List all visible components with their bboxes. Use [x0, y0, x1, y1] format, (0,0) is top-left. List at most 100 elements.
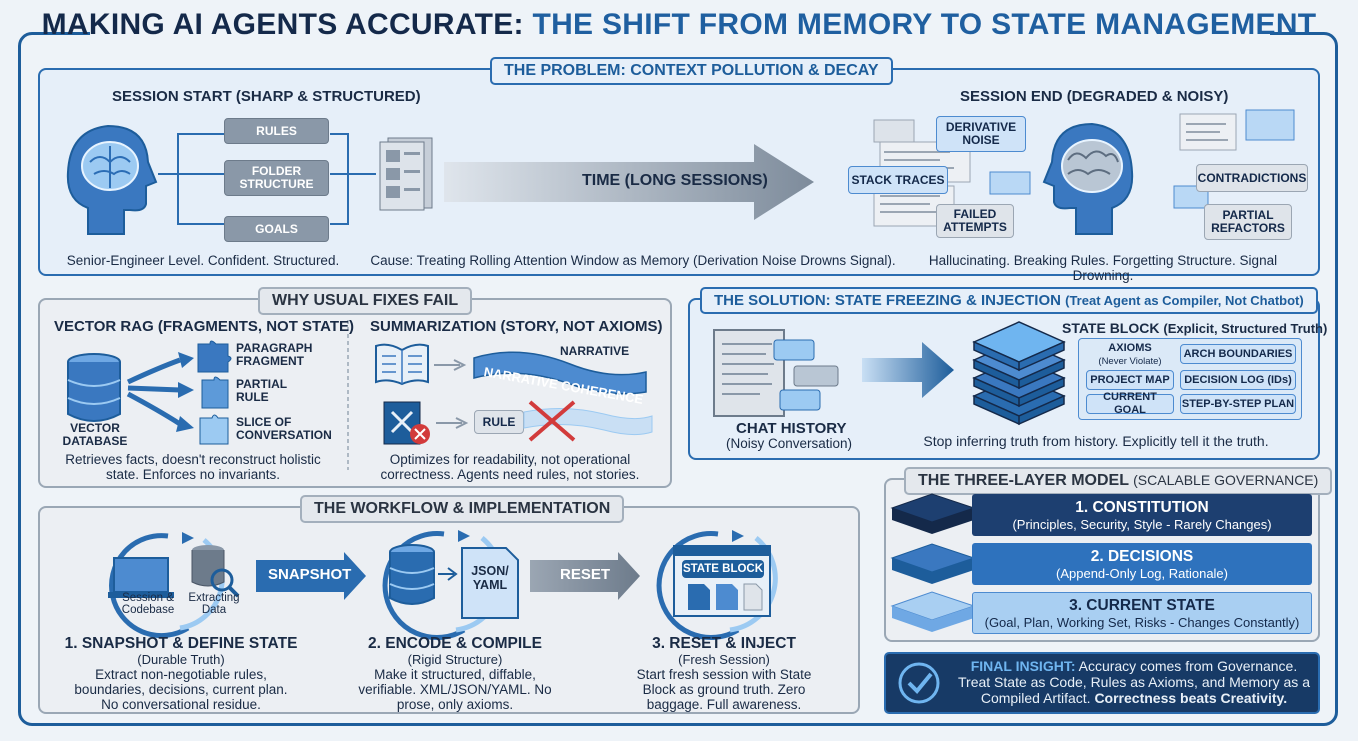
time-arrow	[444, 144, 814, 220]
rag-item-paragraph: PARAGRAPH FRAGMENT	[236, 341, 313, 368]
layer-current-state: 3. CURRENT STATE (Goal, Plan, Working Se…	[972, 592, 1312, 634]
rag-item-partial-rule: PARTIAL RULE	[236, 377, 287, 404]
head-noisy-brain-icon	[1042, 122, 1134, 235]
chat-history-title: CHAT HISTORY	[736, 420, 847, 437]
final-insight-text: FINAL INSIGHT: Accuracy comes from Gover…	[956, 658, 1312, 706]
state-block-stack-icon	[972, 321, 1066, 426]
current-goal-item: CURRENT GOAL	[1086, 391, 1174, 416]
step3-sub: (Fresh Session)	[678, 652, 770, 667]
state-block-title-text: STATE BLOCK	[1062, 320, 1160, 336]
rules-box: RULES	[224, 118, 329, 144]
arch-boundaries-item: ARCH BOUNDARIES	[1180, 344, 1296, 364]
json-yaml-label: JSON/ YAML	[471, 564, 509, 592]
axioms-sub: (Never Violate)	[1098, 356, 1162, 367]
end-caption: Hallucinating. Breaking Rules. Forgettin…	[928, 253, 1278, 283]
inject-cycle-icon	[656, 530, 778, 641]
decision-log-item: DECISION LOG (IDs)	[1180, 370, 1296, 390]
layer-stack-icon	[890, 493, 976, 632]
reset-arrow-label: RESET	[560, 566, 611, 583]
document-stack-icon	[379, 137, 433, 211]
open-book-icon	[375, 343, 429, 386]
step2-sub: (Rigid Structure)	[407, 652, 503, 667]
forbidden-doc-icon	[383, 401, 430, 445]
puzzle-piece-icons	[197, 340, 232, 445]
layer1-title: 1. CONSTITUTION	[1075, 499, 1209, 516]
step2-title: 2. ENCODE & COMPILE	[368, 635, 542, 652]
session-start-title: SESSION START (SHARP & STRUCTURED)	[112, 88, 421, 105]
time-label: TIME (LONG SESSIONS)	[582, 172, 768, 189]
reset-arrow	[530, 552, 640, 600]
session-end-title: SESSION END (DEGRADED & NOISY)	[960, 88, 1229, 105]
title-part-1: MAKING AI AGENTS ACCURATE:	[41, 8, 533, 41]
extracting-data-label: Extracting Data	[188, 592, 240, 616]
snapshot-arrow	[256, 552, 366, 600]
axioms-item: AXIOMS (Never Violate)	[1086, 342, 1174, 368]
solution-tab-title: THE SOLUTION: STATE FREEZING & INJECTION	[714, 292, 1061, 309]
rag-caption: Retrieves facts, doesn't reconstruct hol…	[65, 452, 321, 482]
title-part-2: THE SHIFT FROM MEMORY TO STATE MANAGEMEN…	[532, 8, 1317, 41]
crossed-out-banner	[523, 400, 653, 442]
why-fail-divider	[347, 320, 349, 470]
rule-box: RULE	[474, 410, 524, 434]
failed-attempts-box: FAILED ATTEMPTS	[936, 204, 1014, 238]
layer3-sub: (Goal, Plan, Working Set, Risks - Change…	[984, 615, 1300, 630]
solution-tab: THE SOLUTION: STATE FREEZING & INJECTION…	[700, 287, 1318, 314]
solution-caption: Stop inferring truth from history. Expli…	[923, 433, 1269, 449]
check-circle-icon	[898, 662, 940, 704]
derivative-noise-box: DERIVATIVE NOISE	[936, 116, 1026, 152]
narrative-banner	[473, 351, 647, 395]
page-title: MAKING AI AGENTS ACCURATE: THE SHIFT FRO…	[0, 8, 1358, 42]
problem-tab: THE PROBLEM: CONTEXT POLLUTION & DECAY	[490, 57, 893, 85]
snapshot-cycle-icon	[108, 532, 240, 639]
solution-arrow	[862, 342, 954, 398]
title-backdrop	[90, 8, 1270, 48]
final-insight-box	[884, 652, 1320, 714]
right-noise-fragments	[1173, 109, 1295, 209]
step1-sub: (Durable Truth)	[137, 652, 225, 667]
stack-traces-box: STACK TRACES	[848, 166, 948, 194]
vector-database-icon	[67, 353, 121, 422]
step3-desc: Start fresh session with State Block as …	[636, 667, 812, 712]
state-block-title: STATE BLOCK (Explicit, Structured Truth)	[1062, 320, 1327, 336]
why-fail-tab: WHY USUAL FIXES FAIL	[258, 287, 473, 315]
head-brain-icon	[66, 124, 158, 235]
rag-title: VECTOR RAG (FRAGMENTS, NOT STATE)	[54, 318, 354, 335]
rag-item-slice: SLICE OF CONVERSATION	[236, 415, 332, 442]
contradictions-box: CONTRADICTIONS	[1196, 164, 1308, 192]
step1-title: 1. SNAPSHOT & DEFINE STATE	[64, 635, 298, 652]
summarization-title: SUMMARIZATION (STORY, NOT AXIOMS)	[370, 318, 663, 335]
insight-body: Accuracy comes from Governance. Treat St…	[958, 658, 1310, 706]
workflow-tab: THE WORKFLOW & IMPLEMENTATION	[300, 495, 625, 523]
arrow-small-2	[436, 417, 469, 429]
folder-structure-box: FOLDER STRUCTURE	[224, 160, 329, 196]
insight-lead: FINAL INSIGHT:	[970, 658, 1076, 674]
rag-arrows	[126, 352, 194, 432]
partial-refactors-box: PARTIAL REFACTORS	[1204, 204, 1292, 240]
snapshot-arrow-label: SNAPSHOT	[268, 566, 352, 583]
step3-title: 3. RESET & INJECT	[652, 635, 796, 652]
insight-bold-end: Correctness beats Creativity.	[1094, 690, 1288, 706]
three-layer-tab-title: THE THREE-LAYER MODEL	[918, 472, 1129, 489]
layer1-sub: (Principles, Security, Style - Rarely Ch…	[1012, 517, 1272, 532]
three-layer-tab-sub: (SCALABLE GOVERNANCE)	[1133, 472, 1319, 488]
step2-desc: Make it structured, diffable, verifiable…	[358, 667, 552, 712]
arrow-small-1	[434, 359, 467, 371]
summarization-caption: Optimizes for readability, not operation…	[380, 452, 640, 482]
step-plan-item: STEP-BY-STEP PLAN	[1180, 394, 1296, 414]
cause-caption: Cause: Treating Rolling Attention Window…	[370, 253, 896, 268]
start-caption: Senior-Engineer Level. Confident. Struct…	[66, 253, 340, 268]
state-block-badge: STATE BLOCK	[682, 560, 764, 578]
session-codebase-label: Session & Codebase	[121, 592, 175, 616]
chat-history-sub: (Noisy Conversation)	[725, 436, 853, 451]
step1-desc: Extract non-negotiable rules, boundaries…	[74, 667, 288, 712]
solution-tab-sub: (Treat Agent as Compiler, Not Chatbot)	[1065, 293, 1304, 308]
layer3-title: 3. CURRENT STATE	[1069, 597, 1215, 614]
axioms-label: AXIOMS	[1108, 342, 1152, 354]
project-map-item: PROJECT MAP	[1086, 370, 1174, 390]
encode-cycle-icon	[382, 530, 519, 641]
chat-history-icon	[713, 329, 839, 417]
layer-constitution: 1. CONSTITUTION (Principles, Security, S…	[972, 494, 1312, 536]
layer2-sub: (Append-Only Log, Rationale)	[1056, 566, 1228, 581]
layer-decisions: 2. DECISIONS (Append-Only Log, Rationale…	[972, 543, 1312, 585]
vector-database-label: VECTOR DATABASE	[62, 421, 128, 448]
